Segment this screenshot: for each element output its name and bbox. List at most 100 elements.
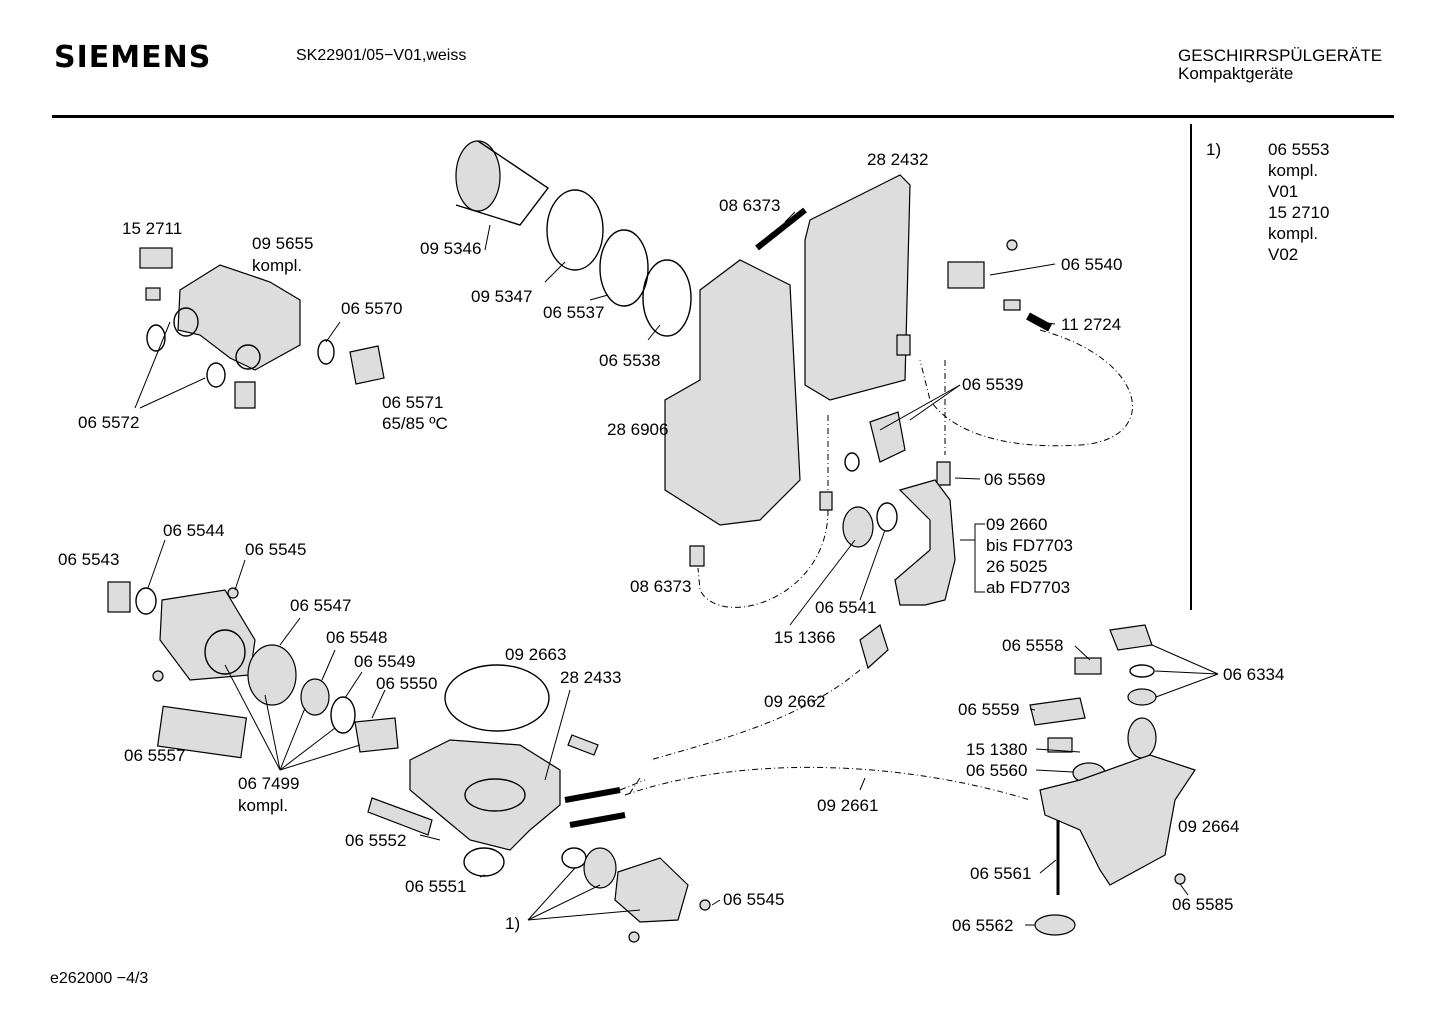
part-label: 09 2661 <box>817 796 878 815</box>
part-label: 06 5540 <box>1061 255 1122 274</box>
part-label: 06 5557 <box>124 746 185 765</box>
nozzle-part <box>936 461 951 486</box>
part-label: 06 5537 <box>543 303 604 322</box>
check-valve-part <box>842 506 874 548</box>
part-label: 09 5655 <box>252 234 313 253</box>
category-line-1: GESCHIRRSPÜLGERÄTE <box>1178 46 1383 65</box>
filter-part <box>455 140 550 226</box>
nozzle-part <box>689 545 705 567</box>
part-label: kompl. <box>238 796 288 815</box>
part-label: 28 6906 <box>607 420 668 439</box>
thermostat-part <box>349 345 385 385</box>
category-title: GESCHIRRSPÜLGERÄTE Kompaktgeräte <box>1178 47 1382 83</box>
footnote-line: kompl. <box>1268 161 1319 180</box>
microswitch-part <box>1047 737 1073 753</box>
part-label: 06 5547 <box>290 596 351 615</box>
part-label: 1) <box>505 914 520 933</box>
seal-ring-part <box>463 847 505 877</box>
seal-part <box>300 678 330 716</box>
level-switch-part <box>844 411 906 472</box>
hose-path-lines <box>619 329 1133 801</box>
part-label: 06 5558 <box>1002 636 1063 655</box>
part-label: 06 5548 <box>326 628 387 647</box>
leader-lines <box>134 211 1219 926</box>
impeller-part <box>247 644 297 706</box>
part-label: 28 2432 <box>867 150 928 169</box>
part-label: 06 5550 <box>376 674 437 693</box>
part-label: 09 5347 <box>471 287 532 306</box>
footnote-line: kompl. <box>1268 224 1319 243</box>
part-label: 06 7499 <box>238 774 299 793</box>
water-inlet-housing-part <box>146 264 335 409</box>
valve-disc-part <box>1127 688 1157 706</box>
brand-logo: SIEMENS <box>54 40 212 75</box>
part-label: 06 5545 <box>245 540 306 559</box>
part-label: kompl. <box>252 256 302 275</box>
part-label: 09 2663 <box>505 645 566 664</box>
part-label: 09 2662 <box>764 692 825 711</box>
footnote-line: 06 5553 <box>1268 140 1330 159</box>
regeneration-housing-part <box>1039 754 1196 886</box>
part-label: 06 5572 <box>78 413 139 432</box>
elbow-fitting-part <box>894 479 956 606</box>
valve-disc-part <box>1129 664 1155 678</box>
microswitch-part <box>1074 657 1102 675</box>
heater-part <box>367 797 433 836</box>
part-label: 06 5538 <box>599 351 660 370</box>
part-label: 15 2711 <box>122 219 182 238</box>
part-label: 09 2660 <box>986 515 1047 534</box>
float-part <box>1109 624 1153 651</box>
part-label: 08 6373 <box>719 196 780 215</box>
part-label: 06 6334 <box>1223 665 1284 684</box>
footnote-line: V01 <box>1268 182 1299 201</box>
footnote-divider <box>1190 124 1192 610</box>
model-number: SK22901/05−V01,weiss <box>296 47 467 64</box>
drawing-reference: e262000 −4/3 <box>50 970 149 987</box>
connector-part <box>567 734 599 756</box>
part-label: 28 2433 <box>560 668 621 687</box>
part-label: 26 5025 <box>986 557 1047 576</box>
part-label: 06 5551 <box>405 877 466 896</box>
sump-seal-part <box>444 664 550 732</box>
sump-housing-part <box>409 739 561 851</box>
impeller-cover-part <box>354 717 399 753</box>
part-label: 11 2724 <box>1061 315 1121 334</box>
part-label: 06 5543 <box>58 550 119 569</box>
valve-part <box>1127 717 1157 759</box>
seal-ring-part <box>876 502 898 532</box>
part-label: 15 1366 <box>774 628 835 647</box>
part-labels: 15 2711 09 5655 kompl. 06 5570 06 5571 6… <box>58 150 1284 935</box>
hose-part <box>755 207 807 251</box>
seal-ring-part <box>599 229 649 307</box>
part-label: ab FD7703 <box>986 578 1070 597</box>
part-label: 06 5585 <box>1172 895 1233 914</box>
part-label: 06 5569 <box>984 470 1045 489</box>
filter-ring-part <box>546 189 604 271</box>
part-label: bis FD7703 <box>986 536 1073 555</box>
water-tank-part <box>664 259 801 526</box>
part-label: 09 5346 <box>420 239 481 258</box>
part-label: 06 5549 <box>354 652 415 671</box>
footnote-text: 06 5553 kompl. V01 15 2710 kompl. V02 <box>1268 139 1329 265</box>
nozzle-part <box>896 334 911 356</box>
o-ring-part <box>330 696 356 734</box>
part-label: 06 5560 <box>966 761 1027 780</box>
seal-ring-part <box>642 259 692 337</box>
hose-connector-part <box>859 624 889 670</box>
hose-part <box>564 787 626 828</box>
part-label: 06 5541 <box>815 598 876 617</box>
part-label: 06 5561 <box>970 864 1031 883</box>
part-label: 06 5570 <box>341 299 402 318</box>
part-label: 15 1380 <box>966 740 1027 759</box>
part-label: 08 6373 <box>630 577 691 596</box>
footnote-marker: 1) <box>1206 140 1222 159</box>
part-label: 06 5544 <box>163 521 224 540</box>
footnote-line: V02 <box>1268 245 1299 264</box>
part-label: 65/85 ºC <box>382 414 448 433</box>
nozzle-part <box>819 491 833 511</box>
part-label: 06 5571 <box>382 393 443 412</box>
category-line-2: Kompaktgeräte <box>1178 64 1294 83</box>
bracket-part <box>1029 697 1086 726</box>
footnote-line: 15 2710 <box>1268 203 1330 222</box>
